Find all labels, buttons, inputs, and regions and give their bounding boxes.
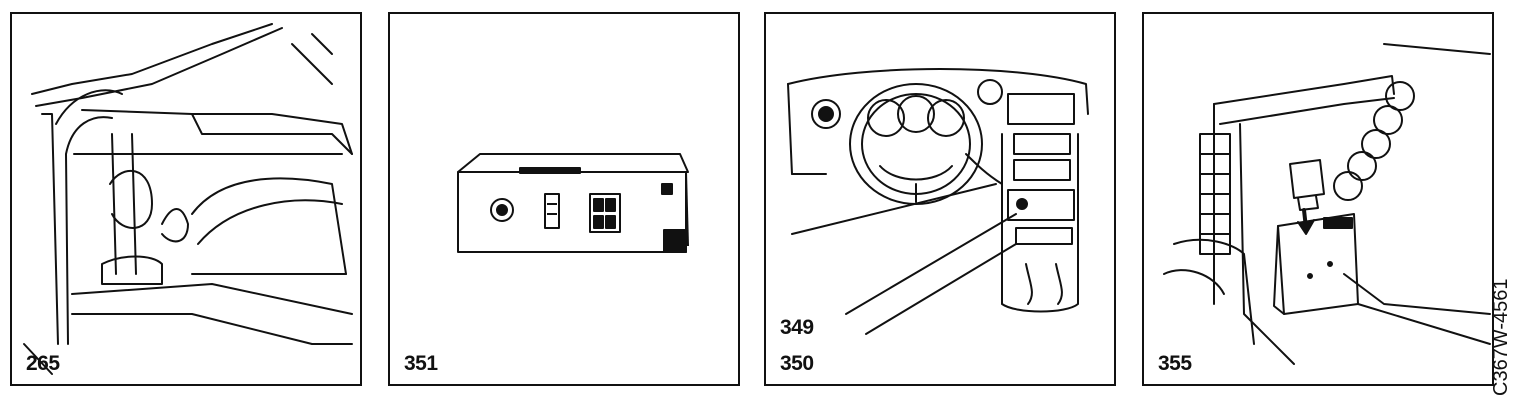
illustration-panel-2: 351 xyxy=(388,12,740,386)
illustration-panel-4: 355 xyxy=(1142,12,1494,386)
illustration-panel-1: 265 xyxy=(10,12,362,386)
callout-number-355: 355 xyxy=(1158,352,1192,375)
seat-module-drawing xyxy=(1144,14,1492,384)
callout-number-265: 265 xyxy=(26,352,60,375)
callout-number-349: 349 xyxy=(780,316,814,339)
door-pillar-drawing xyxy=(12,14,360,384)
dashboard-drawing xyxy=(766,14,1114,384)
callout-number-351: 351 xyxy=(404,352,438,375)
control-module-drawing xyxy=(390,14,738,384)
figure-code: C367W-4561 xyxy=(1490,278,1512,396)
callout-number-350: 350 xyxy=(780,352,814,375)
illustration-panel-3: 349 350 xyxy=(764,12,1116,386)
